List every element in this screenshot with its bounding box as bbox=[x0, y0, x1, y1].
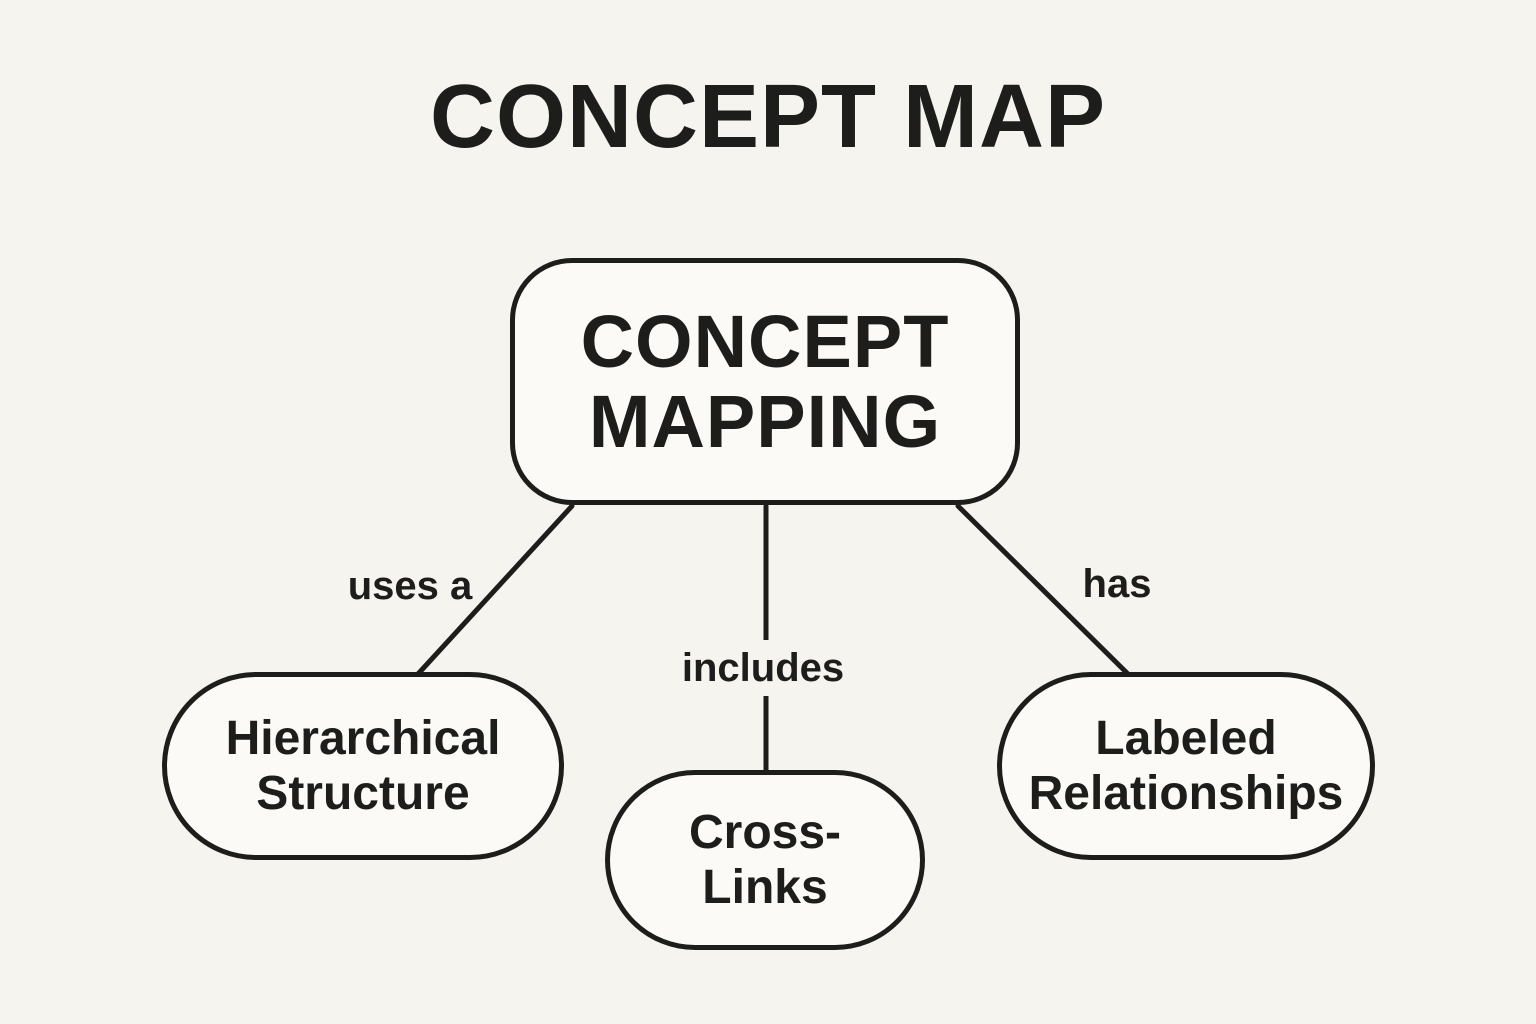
edge-line-has bbox=[955, 503, 1131, 677]
node-cross-links: Cross- Links bbox=[605, 770, 925, 950]
edge-label-uses-a: uses a bbox=[347, 564, 473, 608]
node-hierarchical-structure: Hierarchical Structure bbox=[162, 672, 564, 860]
edge-label-includes: includes bbox=[669, 640, 857, 696]
node-concept-mapping: CONCEPT MAPPING bbox=[510, 258, 1020, 505]
edge-line-uses-a bbox=[415, 503, 575, 677]
page-title: CONCEPT MAP bbox=[429, 67, 1107, 167]
node-labeled-relationships: Labeled Relationships bbox=[997, 672, 1375, 860]
edge-label-has: has bbox=[1082, 562, 1152, 606]
